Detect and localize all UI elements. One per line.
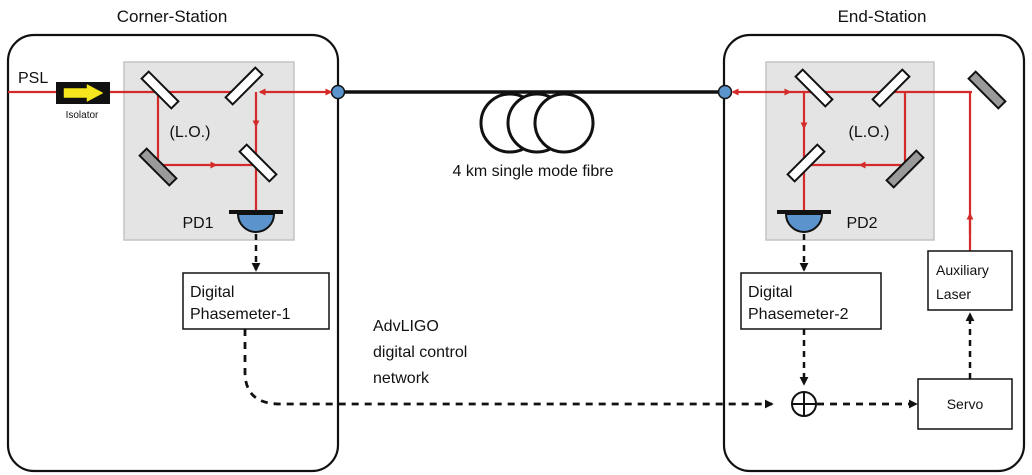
servo-box [917, 378, 1013, 430]
network-label-line3: network [373, 370, 430, 387]
phasemeter-1-line2: Phasemeter-1 [190, 306, 291, 323]
photodiode-icon [784, 213, 824, 233]
phasemeter-2-line1: Digital [748, 284, 792, 301]
beamsplitter-icon [871, 68, 911, 108]
corner-station-title: Corner-Station [117, 7, 228, 26]
corner-lo-label: (L.O.) [170, 124, 211, 141]
mirror-icon [967, 70, 1007, 110]
aux-laser-line1: Auxiliary [936, 262, 989, 278]
mirror-icon [138, 147, 178, 187]
beamsplitter-icon [794, 68, 834, 108]
phasemeter-2-line2: Phasemeter-2 [748, 306, 849, 323]
corner-laser-beams [8, 88, 333, 212]
photodiode-icon [236, 213, 276, 233]
mirror-icon [885, 149, 925, 189]
corner-optics [138, 66, 278, 187]
phasemeter-1-line1: Digital [190, 284, 234, 301]
photodetector-2 [777, 210, 831, 233]
end-station-enclosure [722, 33, 1026, 473]
isolator-arrow-icon [63, 84, 104, 102]
fibre-label: 4 km single mode fibre [453, 163, 614, 180]
network-label-line2: digital control [373, 344, 467, 361]
isolator [56, 82, 110, 104]
beamsplitter-icon [224, 66, 264, 106]
aux-laser-line2: Laser [936, 286, 971, 302]
beamsplitter-icon [238, 143, 278, 183]
psl-label: PSL [18, 70, 48, 87]
phasemeter-1-box [182, 272, 330, 330]
isolator-label: Isolator [66, 110, 99, 121]
beamsplitter-icon [786, 143, 826, 183]
auxiliary-laser-box [927, 250, 1013, 311]
phasemeter-2-box [740, 272, 882, 330]
end-lo-label: (L.O.) [849, 124, 890, 141]
end-station-title: End-Station [838, 7, 927, 26]
end-optics [786, 68, 1007, 189]
servo-label: Servo [947, 396, 984, 412]
end-fibre-port [717, 84, 733, 100]
network-label-line1: AdvLIGO [373, 318, 439, 335]
pd1-label: PD1 [182, 215, 213, 232]
fibre-spool [479, 92, 595, 154]
pd2-label: PD2 [846, 215, 877, 232]
corner-station-enclosure [6, 33, 340, 473]
beamsplitter-icon [140, 70, 180, 110]
photodetector-1 [229, 210, 283, 233]
network-signal-path [243, 329, 774, 409]
summing-junction-icon [791, 391, 817, 417]
corner-fibre-port [330, 84, 346, 100]
